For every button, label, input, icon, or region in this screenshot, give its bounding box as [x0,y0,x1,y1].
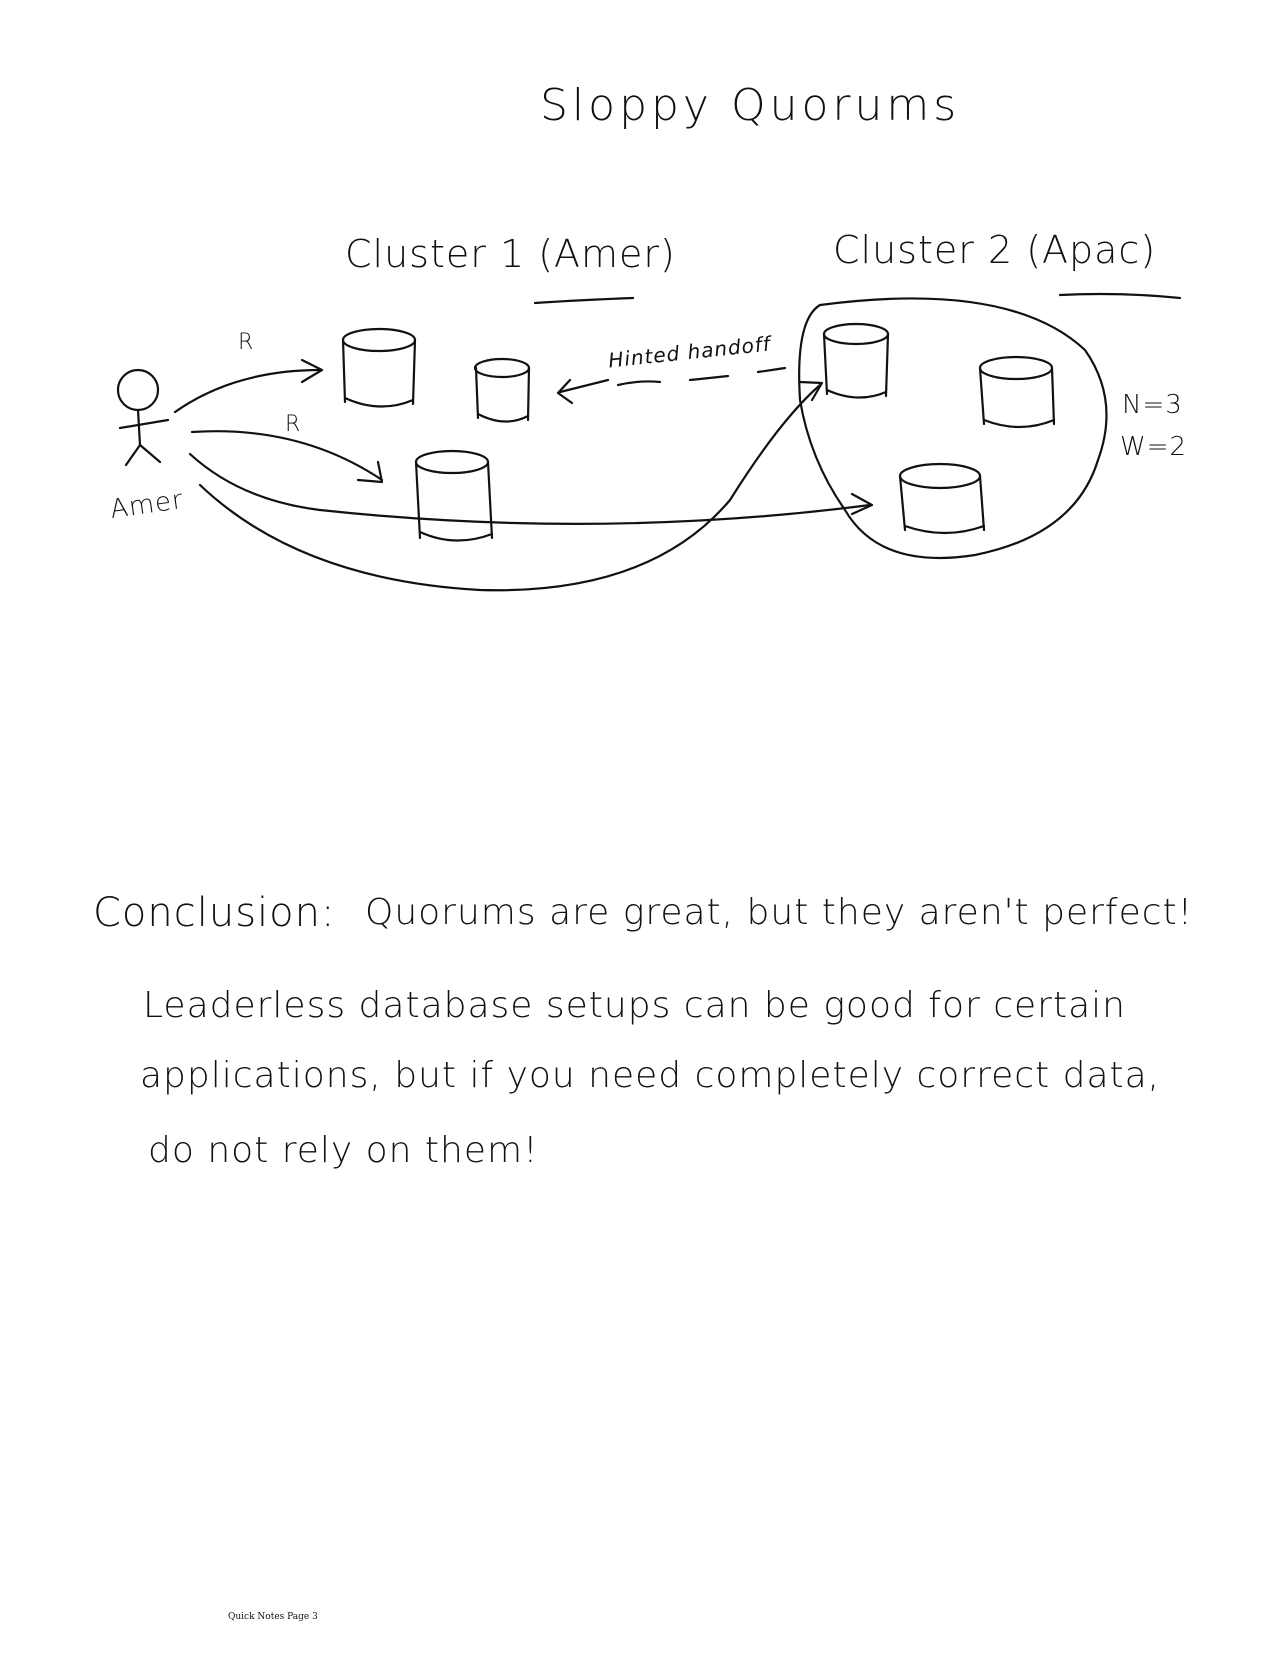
hinted-handoff-arrow [556,378,610,405]
cluster-2-database-icon [822,322,890,399]
cluster-1-database-icon [473,357,531,423]
cluster-1-database-icon [341,327,417,408]
write-arrow-to-cluster-2 [188,452,874,525]
read-label: R [285,412,302,437]
write-arrow-to-cluster-2 [198,380,824,592]
cluster-2-boundary [798,297,1108,560]
page-footer: Quick Notes Page 3 [228,1612,318,1622]
conclusion-text-line: do not rely on them! [148,1130,539,1171]
cluster-1-underline [533,296,635,305]
cluster-1-label: Cluster 1 (Amer) [345,232,676,276]
read-arrow [190,430,384,484]
n-parameter: N=3 [1122,390,1183,420]
cluster-2-database-icon [898,462,986,535]
user-stick-figure-icon [116,368,170,467]
cluster-1-database-icon [414,449,494,542]
page-title: Sloppy Quorums [540,80,961,131]
cluster-2-database-icon [978,355,1056,429]
hinted-handoff-underline [616,366,787,387]
conclusion-text-line: Leaderless database setups can be good f… [143,985,1126,1026]
read-label: R [238,330,255,355]
cluster-2-underline [1058,292,1182,300]
w-parameter: W=2 [1120,432,1188,462]
conclusion-text-line: applications, but if you need completely… [140,1055,1161,1096]
cluster-2-label: Cluster 2 (Apac) [833,228,1157,272]
conclusion-heading: Conclusion: [93,890,336,936]
read-arrow [173,358,324,414]
conclusion-text-line: Quorums are great, but they aren't perfe… [365,892,1194,933]
